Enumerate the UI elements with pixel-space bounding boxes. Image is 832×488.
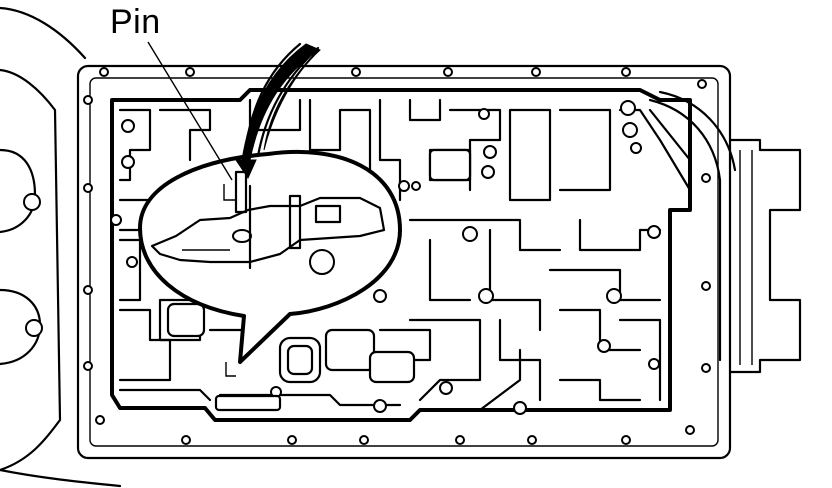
oil-pan-flange: [76, 64, 732, 460]
bolt-icon: [23, 193, 41, 211]
valve-blocks: [166, 148, 472, 412]
flange-bolts: [83, 67, 711, 445]
transmission-case-right: [648, 90, 802, 374]
valve-body-channels-right: [378, 218, 662, 412]
detail-callout-bubble: [138, 149, 402, 364]
pin: [234, 170, 248, 214]
valve-body: [110, 88, 692, 422]
valve-body-holes: [110, 100, 661, 415]
transmission-case-left: [0, 6, 122, 488]
pin-leader-line: [147, 41, 233, 181]
pin-label: Pin: [110, 3, 161, 41]
bolt-icon: [25, 319, 43, 337]
